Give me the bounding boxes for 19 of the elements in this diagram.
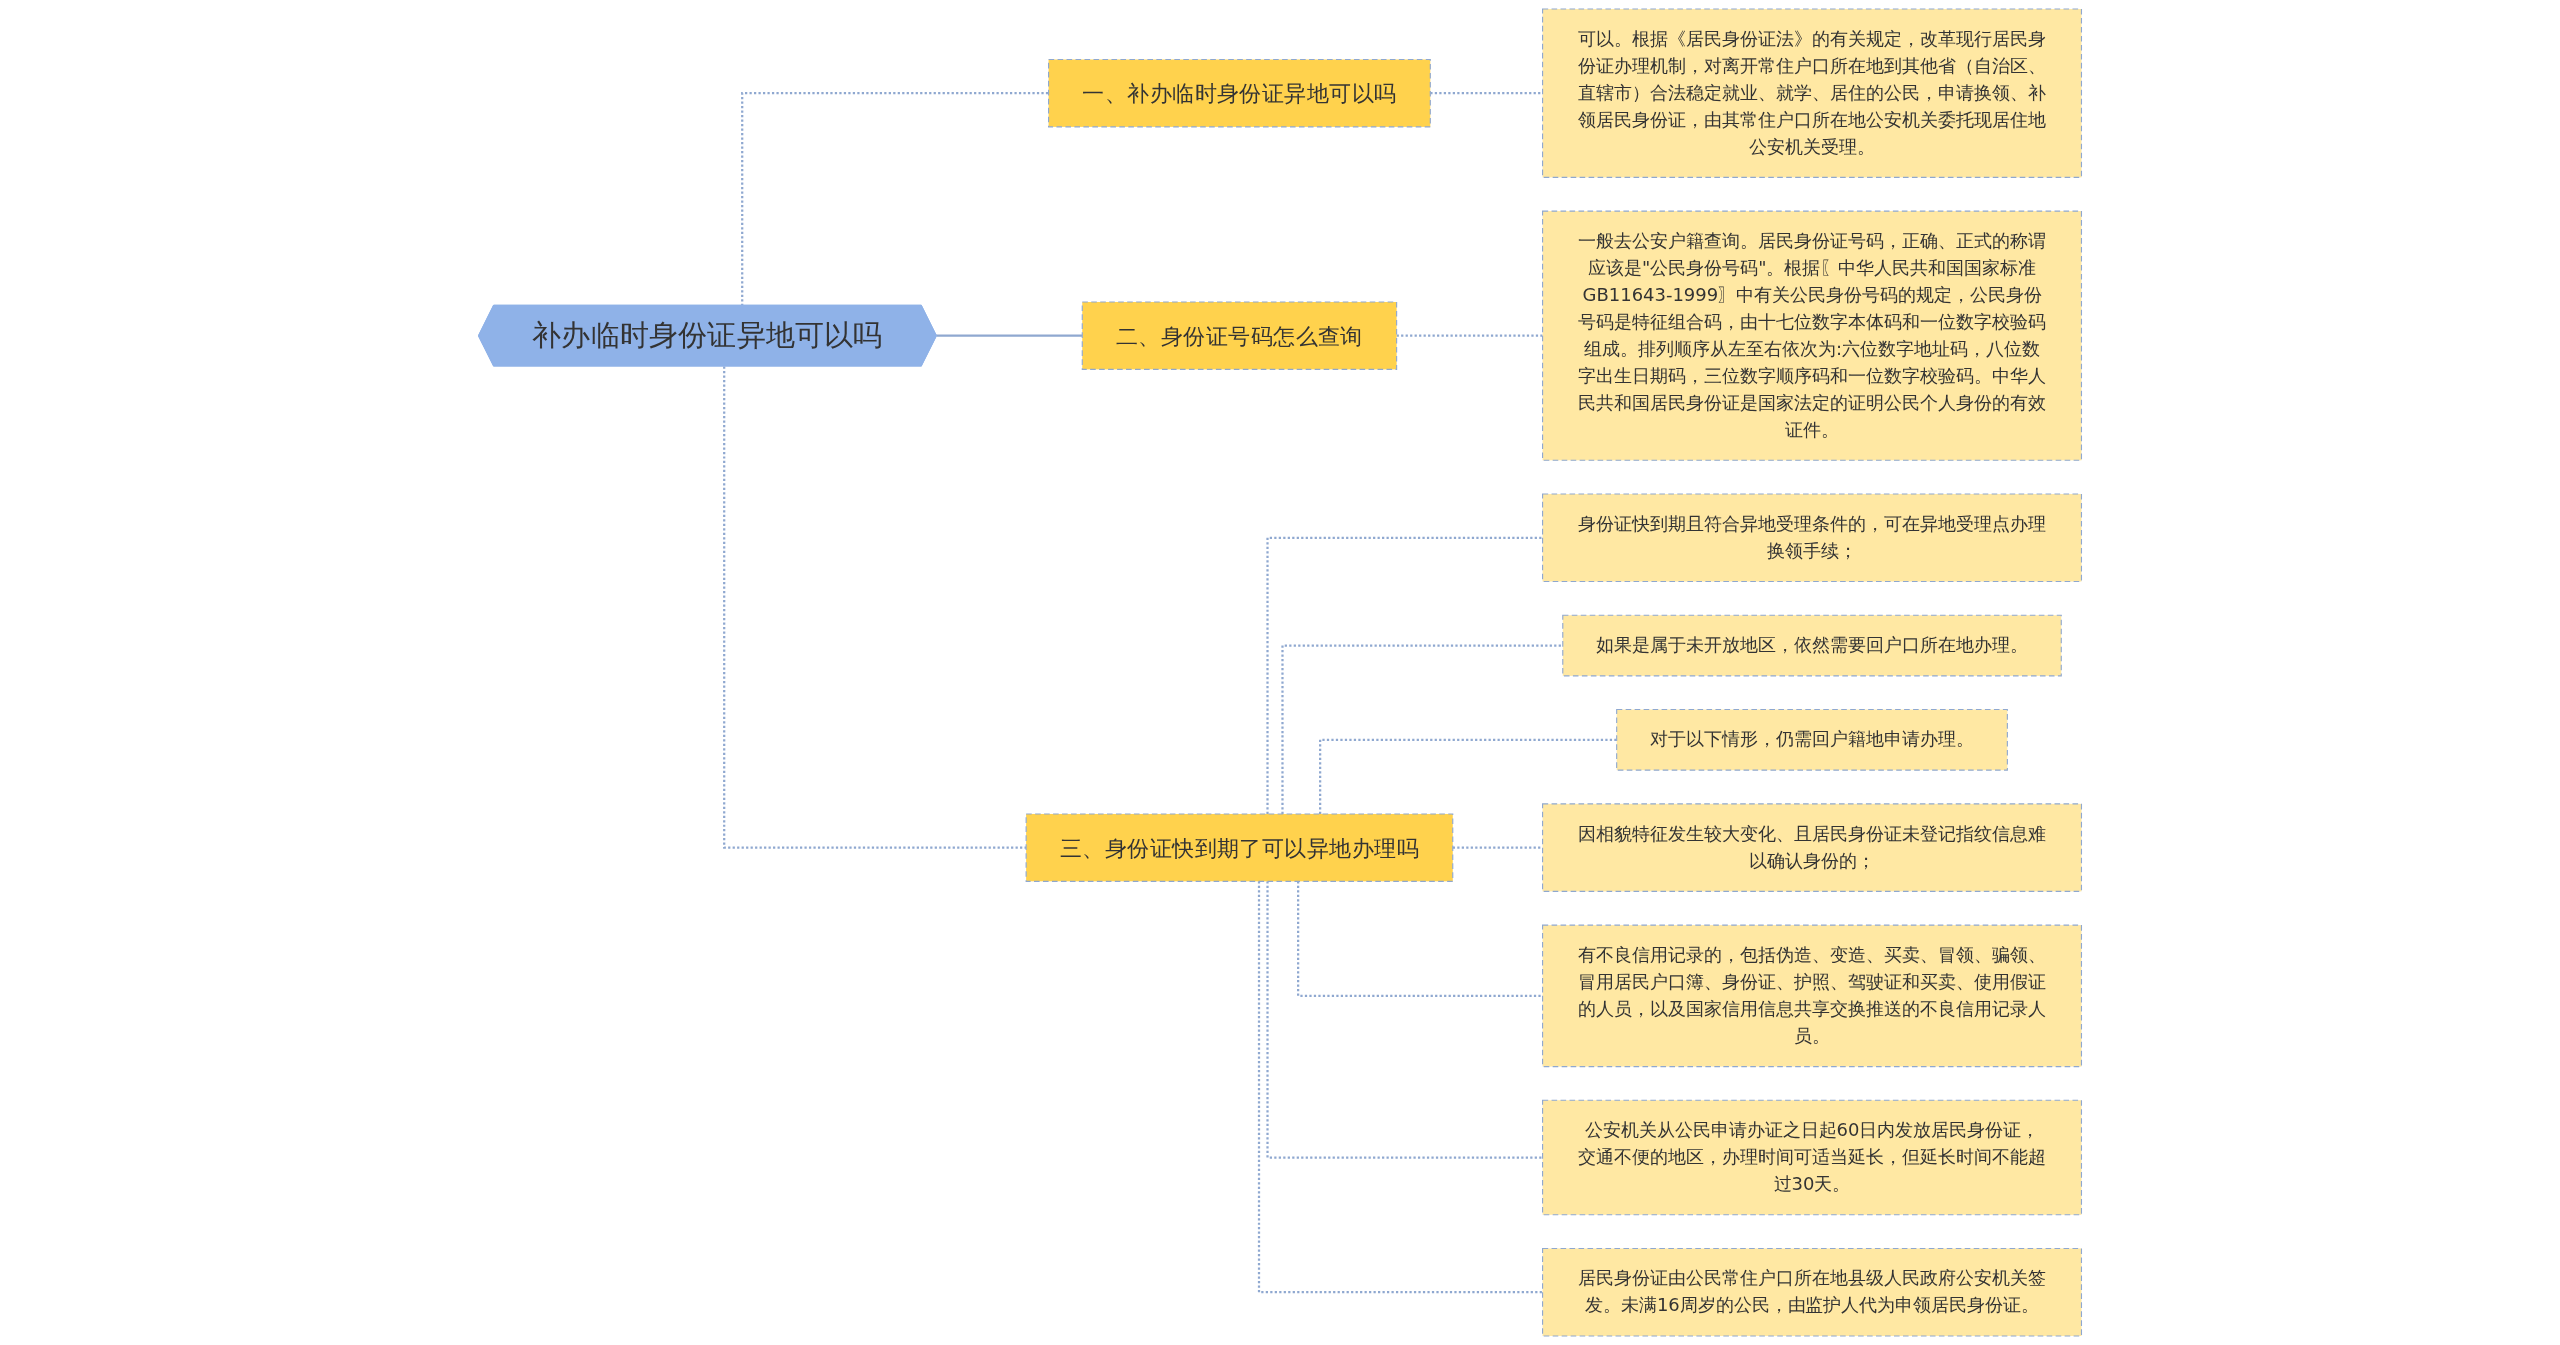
connector [1266, 536, 1543, 814]
node-box: 居民身份证由公民常住户口所在地县级人民政府公安机关签发。未满16周岁的公民，由监护人代为申领居民身份证。 [1542, 1247, 2083, 1337]
connector [741, 92, 1049, 306]
node-box: 一般去公安户籍查询。居民身份证号码，正确、正式的称谓应该是"公民身份号码"。根据〖中华人民共和国国家标准GB11643-1999〗中有关公民身份号码的规定，公民身份号码是特征组合码，由十七位数字本体码和一位数字校验码组成。排列顺序从左至右依次为:六位数字地址码，八位数字出生日期码，三位数字顺序码和一位数字校验码。中华人民共和国居民身份证是国家法定的证明公民个人身份的有效证件。 [1542, 210, 2083, 461]
node-box: 公安机关从公民申请办证之日起60日内发放居民身份证，交通不便的地区，办理时间可适当延长，但延长时间不能超过30天。 [1542, 1099, 2083, 1216]
node-box: 对于以下情形，仍需回户籍地申请办理。 [1616, 709, 2008, 771]
node-box: 二、身份证号码怎么查询 [1081, 301, 1398, 370]
connector [935, 334, 1083, 338]
node-box: 如果是属于未开放地区，依然需要回户口所在地办理。 [1562, 614, 2062, 677]
node-box: 因相貌特征发生较大变化、且居民身份证未登记指纹信息难以确认身份的； [1542, 803, 2083, 892]
node-box: 有不良信用记录的，包括伪造、变造、买卖、冒领、骗领、冒用居民户口簿、身份证、护照、驾驶证和买卖、使用假证的人员，以及国家信用信息共享交换推送的不良信用记录人员。 [1542, 924, 2083, 1068]
connector [1297, 881, 1543, 997]
node-box: 一、补办临时身份证异地可以吗 [1048, 58, 1431, 128]
connector [1257, 881, 1543, 1294]
connector [1281, 644, 1563, 814]
node-box: 三、身份证快到期了可以异地办理吗 [1025, 813, 1454, 882]
node-box: 身份证快到期且符合异地受理条件的，可在异地受理点办理换领手续； [1542, 493, 2083, 583]
node-box: 可以。根据《居民身份证法》的有关规定，改革现行居民身份证办理机制，对离开常住户口所在地到其他省（自治区、直辖市）合法稳定就业、就学、居住的公民，申请换领、补领居民身份证，由其常住户口所在地公安机关委托现居住地公安机关受理。 [1542, 8, 2083, 178]
connector [1266, 881, 1543, 1159]
